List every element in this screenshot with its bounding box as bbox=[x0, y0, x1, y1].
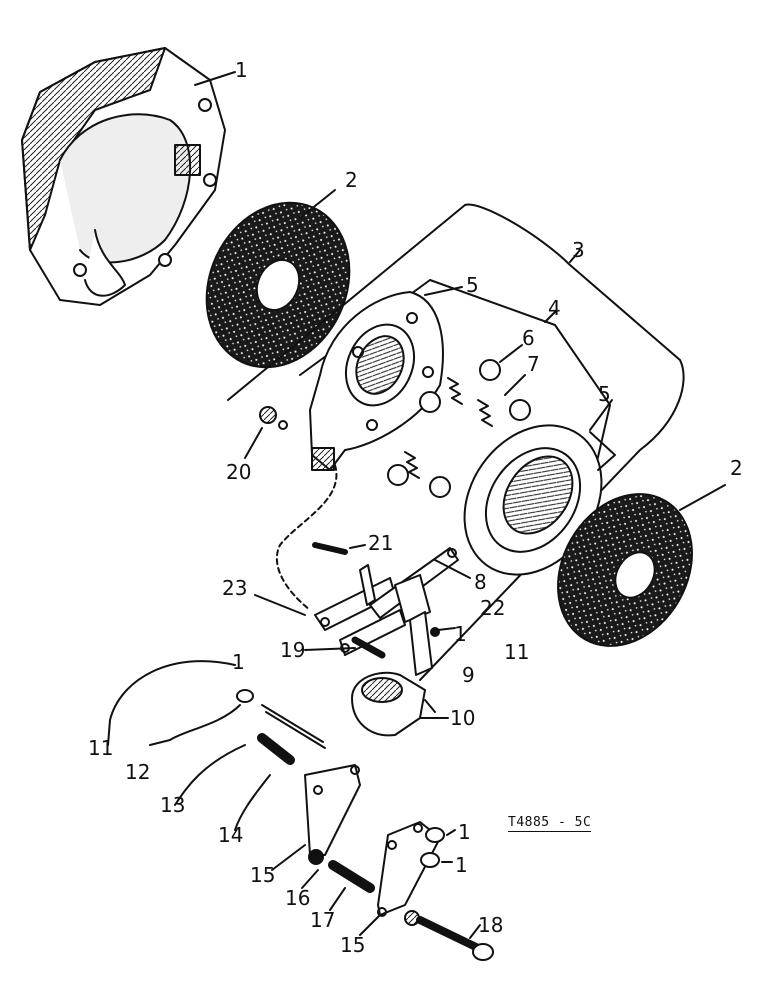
callout-13: 13 bbox=[160, 793, 186, 817]
callout-20: 20 bbox=[226, 460, 252, 484]
split-pin-11 bbox=[107, 660, 326, 749]
callout-9: 9 bbox=[462, 663, 475, 687]
callout-2: 2 bbox=[730, 456, 743, 480]
callout-10: 10 bbox=[450, 706, 476, 730]
callout-1: 1 bbox=[235, 58, 248, 82]
lever-15-upper bbox=[271, 764, 361, 871]
callout-4: 4 bbox=[548, 296, 561, 320]
callout-12: 12 bbox=[125, 760, 151, 784]
toggle-linkage bbox=[254, 547, 471, 676]
leader-3 bbox=[569, 249, 581, 263]
adjuster-16-17 bbox=[301, 860, 375, 911]
washers bbox=[420, 827, 456, 868]
callout-8: 8 bbox=[474, 570, 487, 594]
callout-3: 3 bbox=[572, 238, 585, 262]
callout-14: 14 bbox=[218, 823, 244, 847]
callout-11: 11 bbox=[88, 736, 114, 760]
callout-7: 7 bbox=[527, 352, 540, 376]
clevis-pin-13-14 bbox=[174, 733, 295, 831]
callout-23: 23 bbox=[222, 576, 248, 600]
callout-1: 1 bbox=[458, 820, 471, 844]
lever-15-lower bbox=[359, 821, 441, 936]
callout-5: 5 bbox=[466, 273, 479, 297]
callout-19: 19 bbox=[280, 638, 306, 662]
pressure-plate-right bbox=[463, 399, 616, 576]
callout-11: 11 bbox=[504, 640, 530, 664]
release-bearing-10 bbox=[351, 671, 449, 737]
clevis-pin-19 bbox=[304, 636, 386, 659]
callout-1: 1 bbox=[454, 622, 467, 646]
callout-22: 22 bbox=[480, 596, 506, 620]
friction-disc-upper bbox=[205, 189, 351, 369]
callout-15: 15 bbox=[340, 933, 366, 957]
callout-1: 1 bbox=[232, 650, 245, 674]
pin-21 bbox=[312, 542, 366, 555]
callout-5: 5 bbox=[598, 382, 611, 406]
callout-16: 16 bbox=[285, 886, 311, 910]
callout-1: 1 bbox=[455, 853, 468, 877]
callout-21: 21 bbox=[368, 531, 394, 555]
callout-6: 6 bbox=[522, 326, 535, 350]
assembly-group-bracket bbox=[227, 203, 685, 681]
nut-20 bbox=[244, 406, 288, 459]
brake-housing bbox=[21, 47, 236, 306]
drawing-reference: T4885 - 5C bbox=[508, 815, 592, 832]
callout-18: 18 bbox=[478, 913, 504, 937]
balls-and-springs bbox=[387, 344, 531, 498]
callout-15: 15 bbox=[250, 863, 276, 887]
assembly-dashed-path bbox=[275, 464, 338, 611]
friction-disc-lower bbox=[557, 484, 726, 647]
actuator-plate-left bbox=[309, 286, 463, 471]
callout-2: 2 bbox=[345, 168, 358, 192]
leader-4 bbox=[544, 311, 556, 323]
callout-17: 17 bbox=[310, 908, 336, 932]
bolt-18 bbox=[404, 910, 494, 961]
washer-12 bbox=[149, 689, 254, 746]
